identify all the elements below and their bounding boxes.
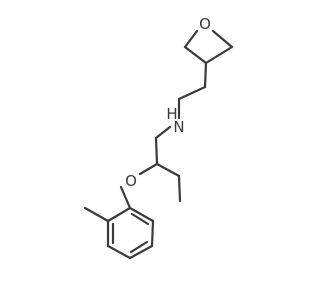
bond xyxy=(154,125,172,140)
bond xyxy=(106,244,132,260)
bond xyxy=(177,85,207,101)
bond xyxy=(150,219,155,248)
structure-svg: O H N O xyxy=(83,15,234,260)
ethyl-linker xyxy=(177,61,208,120)
bond xyxy=(211,29,234,49)
butyl-chain xyxy=(138,125,182,203)
bond xyxy=(204,45,234,65)
bond xyxy=(154,136,159,166)
bond xyxy=(183,45,208,65)
bond xyxy=(138,162,159,176)
aryl-ether-bond xyxy=(119,185,132,210)
bond xyxy=(106,206,132,223)
bond xyxy=(129,240,149,254)
bond xyxy=(155,162,181,178)
bond xyxy=(83,206,110,223)
oxetane-oxygen-label: O xyxy=(199,15,211,33)
ether-oxygen-label: O xyxy=(125,172,137,190)
bond xyxy=(203,61,208,89)
bond xyxy=(130,212,150,226)
bond xyxy=(128,244,154,260)
bond xyxy=(128,206,155,223)
bond xyxy=(119,185,132,210)
bond xyxy=(183,29,199,49)
bond xyxy=(177,174,182,203)
methyl-group xyxy=(83,206,110,223)
amine-nitrogen-label: N xyxy=(173,118,184,136)
amine-hydrogen-label: H xyxy=(166,105,177,123)
molecule-diagram: O H N O xyxy=(83,15,234,260)
benzene-ring xyxy=(106,206,155,260)
oxetane-ring xyxy=(183,29,234,65)
